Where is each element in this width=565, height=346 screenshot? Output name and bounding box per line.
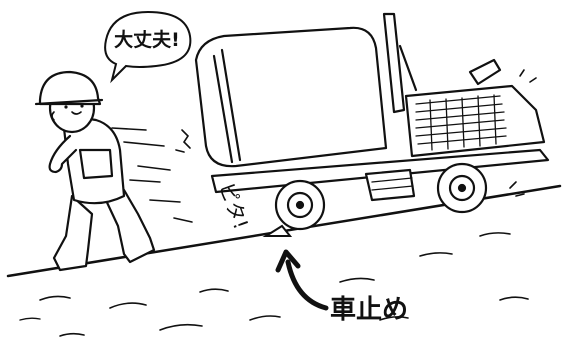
worker-figure [34,70,156,272]
transport-vehicle [194,12,550,231]
engine-grille [415,94,507,151]
chock-pointer-arrow [275,249,329,311]
impact-marks [175,69,537,197]
wheel-chock-label: 車止め [330,295,408,325]
wheel-chock [262,224,293,237]
motion-lines [111,127,193,223]
speech-bubble: 大丈夫! [104,10,192,84]
speech-bubble-text: 大丈夫! [114,28,180,51]
